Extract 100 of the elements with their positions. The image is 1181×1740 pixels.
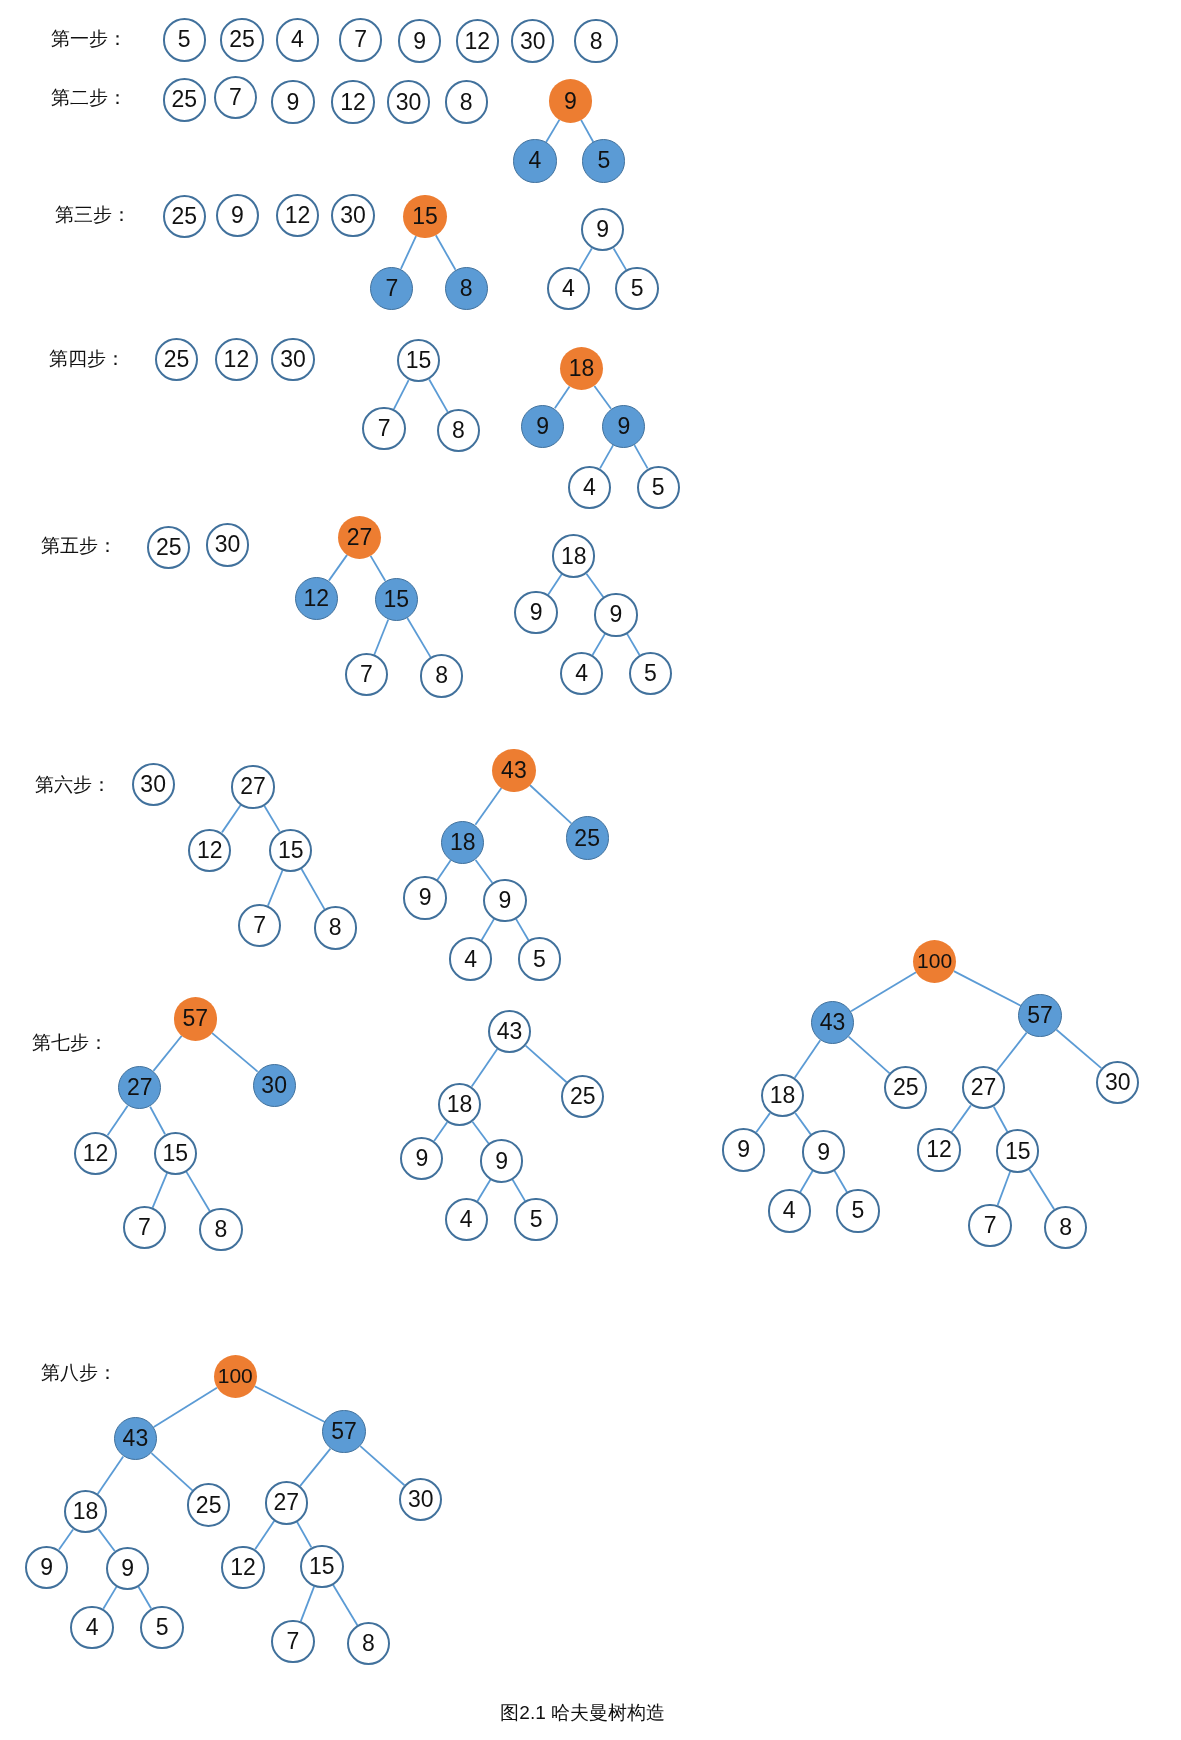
number-circle: 4 (559, 652, 604, 696)
number-circle: 25 (162, 194, 206, 239)
number-circle: 18 (441, 820, 485, 865)
tree-edge (833, 1169, 848, 1194)
tree-edge (152, 1386, 218, 1428)
tree-edge (406, 617, 432, 659)
number-circle: 15 (403, 194, 447, 239)
number-circle: 30 (331, 193, 375, 237)
tree-edge (591, 632, 606, 656)
number-circle: 27 (961, 1066, 1006, 1110)
tree-edge (578, 247, 593, 271)
tree-edge (471, 1120, 490, 1145)
number-circle: 8 (444, 266, 488, 311)
number-circle: 8 (1043, 1205, 1088, 1250)
tree-edge (58, 1528, 74, 1551)
step-label: 第二步： (50, 85, 127, 110)
number-circle: 12 (73, 1131, 118, 1175)
number-circle: 30 (511, 19, 555, 63)
step-label: 第三步： (55, 203, 132, 228)
step-label: 第五步： (40, 534, 117, 559)
number-circle: 5 (514, 1198, 558, 1242)
number-circle: 9 (594, 593, 638, 637)
number-circle: 25 (884, 1066, 928, 1110)
number-circle: 30 (252, 1063, 296, 1108)
number-circle: 12 (331, 80, 375, 124)
tree-edge (254, 1519, 276, 1551)
number-circle: 9 (403, 876, 447, 920)
number-circle: 8 (420, 654, 464, 698)
tree-edge (221, 803, 242, 834)
number-circle: 7 (370, 266, 414, 311)
tree-edge (299, 1585, 316, 1623)
tree-edge (106, 1104, 129, 1137)
step-label: 第四步： (48, 346, 125, 371)
number-circle: 15 (996, 1129, 1040, 1173)
number-circle: 15 (300, 1544, 344, 1588)
number-circle: 7 (362, 406, 406, 451)
number-circle: 7 (339, 18, 383, 62)
number-circle: 5 (836, 1189, 880, 1233)
number-circle: 9 (514, 591, 558, 635)
tree-edge (580, 119, 595, 143)
tree-edge (474, 859, 494, 884)
number-circle: 15 (153, 1131, 197, 1175)
tree-edge (599, 444, 615, 470)
tree-edge (585, 572, 605, 599)
number-circle: 30 (1096, 1060, 1140, 1104)
number-circle: 12 (917, 1128, 961, 1172)
number-circle: 43 (487, 1009, 532, 1053)
tree-edge (299, 1447, 332, 1487)
number-circle: 9 (602, 404, 646, 448)
number-circle: 9 (215, 193, 260, 237)
tree-edge (799, 1169, 814, 1194)
number-circle: 9 (397, 19, 442, 63)
number-circle: 25 (565, 816, 609, 860)
tree-edge (524, 1044, 568, 1084)
tree-edge (850, 971, 917, 1013)
tree-edge (626, 632, 641, 656)
tree-edge (332, 1583, 359, 1627)
tree-edge (400, 235, 417, 270)
number-circle: 8 (199, 1208, 243, 1252)
tree-edge (434, 234, 457, 271)
number-circle: 12 (275, 193, 320, 237)
tree-edge (137, 1586, 153, 1610)
number-circle: 9 (106, 1546, 150, 1590)
number-circle: 8 (574, 19, 618, 63)
number-circle: 18 (559, 346, 604, 391)
tree-edge (950, 1104, 972, 1134)
number-circle: 4 (70, 1605, 114, 1649)
tree-edge (793, 1039, 822, 1079)
tree-edge (480, 917, 495, 942)
tree-edge (612, 247, 628, 271)
step-label: 第一步： (50, 26, 127, 51)
number-circle: 15 (374, 577, 418, 621)
tree-edge (847, 1035, 891, 1075)
number-circle: 25 (162, 78, 206, 122)
tree-edge (545, 118, 561, 144)
tree-edge (263, 804, 281, 833)
step-label: 第七步： (31, 1031, 108, 1056)
step-label: 第六步： (35, 772, 112, 797)
number-circle: 18 (437, 1082, 482, 1127)
tree-edge (1028, 1168, 1055, 1211)
number-circle: 5 (615, 266, 659, 311)
number-circle: 7 (238, 904, 282, 948)
tree-edge (149, 1105, 166, 1136)
number-circle: 9 (801, 1130, 846, 1174)
number-circle: 57 (322, 1410, 366, 1454)
tree-edge (995, 1031, 1028, 1072)
number-circle: 9 (548, 79, 593, 123)
tree-edge (102, 1586, 118, 1610)
tree-edge (211, 1032, 259, 1073)
tree-edge (593, 385, 612, 410)
tree-edge (296, 1520, 313, 1549)
tree-edge (547, 573, 563, 596)
number-circle: 43 (492, 748, 536, 792)
tree-edge (150, 1452, 194, 1492)
number-circle: 4 (448, 937, 493, 981)
number-circle: 8 (346, 1622, 391, 1666)
number-circle: 4 (546, 266, 590, 311)
tree-edge (474, 787, 503, 826)
number-circle: 4 (275, 18, 320, 62)
number-circle: 30 (399, 1477, 443, 1522)
